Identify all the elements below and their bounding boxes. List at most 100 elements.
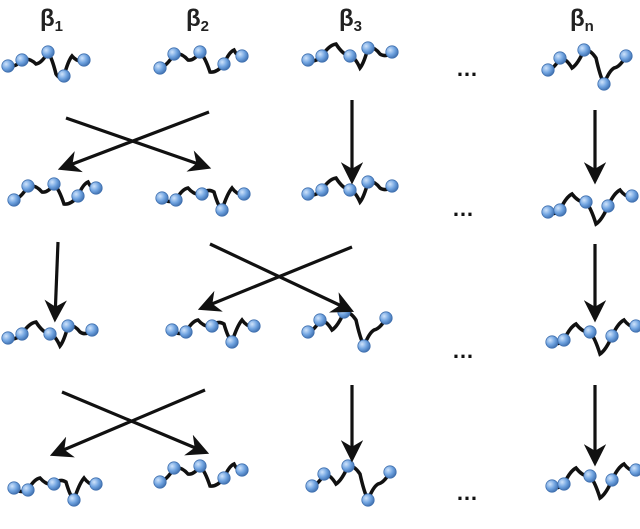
column-subscript: 2: [201, 18, 209, 35]
polymer-bead: [41, 45, 55, 59]
polymer-bead: [15, 53, 29, 67]
polymer-bead: [553, 203, 567, 217]
polymer-chain-icon: [301, 175, 399, 206]
polymer-chain-icon: [155, 185, 251, 217]
polymer-bead: [605, 473, 619, 487]
polymer-bead: [545, 335, 559, 349]
polymer-bead: [361, 41, 375, 55]
polymer-chain-icon: [545, 461, 640, 501]
polymer-bead: [237, 187, 251, 201]
polymer-chain-icon: [301, 41, 399, 72]
polymer-bead: [343, 183, 357, 197]
polymer-bead: [247, 319, 261, 333]
polymer-bead: [7, 193, 21, 207]
polymer-bead: [85, 323, 99, 337]
polymer-bead: [153, 61, 167, 75]
polymer-bead: [193, 459, 207, 473]
polymer-bead: [301, 187, 315, 201]
ellipsis-row-1: …: [456, 56, 478, 81]
column-headers: β1 β2 β3 βn: [40, 5, 594, 35]
polymer-bead: [577, 43, 591, 57]
polymer-bead: [553, 51, 567, 65]
polymer-chain-icon: [153, 459, 249, 489]
polymer-bead: [71, 189, 85, 203]
polymer-chain-icon: [301, 305, 393, 353]
polymer-bead: [153, 475, 167, 489]
polymer-bead: [77, 53, 91, 67]
polymer-bead: [619, 49, 633, 63]
column-symbol: β: [186, 5, 201, 32]
polymer-bead: [15, 327, 29, 341]
polymer-bead: [383, 465, 397, 479]
polymer-chain-icon: [7, 177, 103, 207]
polymer-bead: [235, 463, 249, 477]
polymer-bead: [89, 477, 103, 491]
polymer-bead: [7, 481, 21, 495]
polymer-bead: [67, 493, 81, 507]
polymer-bead: [625, 189, 639, 203]
exchange-arrow-1-to-2: [65, 116, 212, 172]
polymer-bead: [361, 175, 375, 189]
polymer-bead: [545, 479, 559, 493]
polymer-bead: [583, 325, 597, 339]
polymer-bead: [385, 45, 399, 59]
polymer-chain-icon: [1, 45, 91, 83]
exchange-arrow-3-to-2: [197, 245, 353, 312]
polymer-bead: [379, 311, 393, 325]
exchange-arrow-2-to-1: [49, 388, 206, 458]
polymer-bead: [21, 179, 35, 193]
column-symbol: β: [570, 5, 585, 32]
polymer-chain-icon: [165, 317, 261, 349]
ellipsis-layer: … … … …: [452, 56, 478, 505]
ellipsis-row-2: …: [452, 196, 474, 221]
polymer-bead: [301, 325, 315, 339]
polymer-bead: [361, 493, 375, 507]
polymer-bead: [301, 53, 315, 67]
polymer-bead: [317, 467, 331, 481]
polymer-chain-icon: [545, 317, 640, 357]
polymer-bead: [89, 181, 103, 195]
polymer-bead: [341, 459, 355, 473]
polymer-bead: [225, 335, 239, 349]
molecule-layer: [1, 41, 640, 507]
polymer-bead: [315, 49, 329, 63]
polymer-chain-icon: [541, 187, 639, 227]
polymer-bead: [217, 471, 231, 485]
polymer-bead: [235, 49, 249, 63]
polymer-bead: [61, 319, 75, 333]
column-label-beta-n: βn: [570, 5, 594, 35]
polymer-bead: [155, 191, 169, 205]
polymer-bead: [305, 479, 319, 493]
vertical-arrow-beta-1: [44, 241, 67, 323]
polymer-bead: [195, 187, 209, 201]
polymer-bead: [315, 183, 329, 197]
polymer-chain-icon: [7, 475, 103, 507]
polymer-bead: [165, 323, 179, 337]
polymer-bead: [179, 325, 193, 339]
column-label-beta-1: β1: [40, 5, 63, 35]
ellipsis-row-3: …: [452, 338, 474, 363]
polymer-bead: [629, 319, 640, 333]
polymer-bead: [1, 331, 15, 345]
polymer-bead: [597, 77, 611, 91]
column-label-beta-3: β3: [339, 5, 362, 35]
polymer-chain-icon: [1, 319, 99, 350]
polymer-bead: [47, 177, 61, 191]
polymer-bead: [21, 483, 35, 497]
polymer-bead: [193, 45, 207, 59]
ellipsis-row-4: …: [456, 480, 478, 505]
polymer-bead: [541, 205, 555, 219]
polymer-bead: [541, 63, 555, 77]
column-symbol: β: [339, 5, 354, 32]
polymer-chain-icon: [541, 43, 633, 91]
column-subscript: 3: [354, 18, 362, 35]
column-symbol: β: [40, 5, 55, 32]
polymer-bead: [57, 69, 71, 83]
polymer-bead: [357, 339, 371, 353]
column-subscript: 1: [55, 18, 63, 35]
polymer-bead: [557, 333, 571, 347]
column-subscript: n: [585, 18, 594, 35]
polymer-bead: [601, 199, 615, 213]
polymer-bead: [47, 477, 61, 491]
